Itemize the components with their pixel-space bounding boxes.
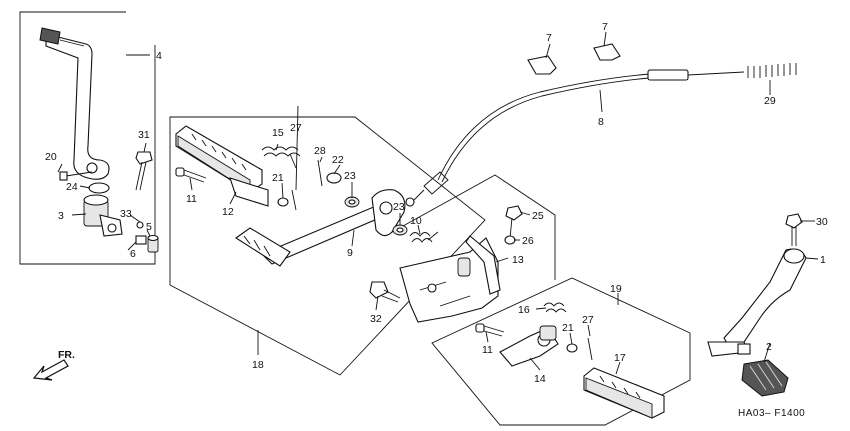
callout-30: 30 [816,216,828,228]
spring-29 [747,63,797,78]
callout-10: 10 [410,215,422,227]
callout-17: 17 [614,352,626,364]
callout-29: 29 [764,95,776,107]
washer-22 [326,172,342,184]
bolt-25 [505,205,523,239]
callout-23a: 23 [344,170,356,182]
oring-33 [136,221,144,229]
bracket-13 [399,235,501,323]
callout-14: 14 [534,373,546,385]
washer-24 [88,182,110,194]
cotter-pin-27 [291,189,297,211]
callout-labels: 1 2 3 4 5 6 7 7 8 9 10 11 11 12 13 14 15… [45,21,828,385]
pin-11 [175,167,207,183]
bushing-5 [147,234,159,253]
callout-26: 26 [522,235,534,247]
callout-18: 18 [252,359,264,371]
callout-1: 1 [820,254,826,266]
pin-11-right [475,323,505,337]
callout-32: 32 [370,313,382,325]
seal-23-lower [392,224,408,236]
callout-24: 24 [66,181,78,193]
step-assembly-right-group-outline [431,277,691,426]
callout-3: 3 [58,210,64,222]
front-direction-arrow-icon: FR. [32,349,75,381]
callout-7b: 7 [602,21,608,33]
diagram-code: HA03– F1400 [738,408,805,419]
spring-10 [409,231,439,243]
callout-13: 13 [512,254,524,266]
brake-arm-bracket-outline [384,174,556,280]
leader-lines [57,31,819,375]
callout-11a: 11 [186,193,197,205]
callout-16: 16 [518,304,530,316]
callout-6: 6 [130,248,136,260]
kick-spindle-3 [83,194,123,237]
callout-23b: 23 [393,201,405,213]
cotter-pin-27-right [587,337,593,361]
callout-20: 20 [45,151,57,163]
washer-21-right [566,343,578,353]
cable-holder-7-left [527,55,557,75]
gearshift-pedal-1 [707,248,807,357]
bolt-30 [785,213,803,246]
cotter-pin-28 [317,159,323,187]
callout-9: 9 [347,247,353,259]
washer-21 [277,197,289,207]
bolt-31 [135,151,153,191]
spring-15 [261,146,301,169]
holder-14 [499,325,559,367]
collar-6 [135,235,147,245]
callout-11b: 11 [482,344,493,356]
brake-pedal-9 [235,189,406,267]
bolt-32 [369,281,401,303]
footpeg-17 [583,367,665,419]
callout-22: 22 [332,154,344,166]
footpeg-12 [175,125,269,207]
callout-4: 4 [156,50,162,62]
callout-31: 31 [138,129,150,141]
nut-26 [504,235,516,245]
callout-15: 15 [272,127,284,139]
tip-rubber-2 [741,359,789,397]
callout-28: 28 [314,145,326,157]
callout-25: 25 [532,210,544,222]
spring-16 [543,302,567,313]
bolt-20 [59,171,93,181]
callout-27b: 27 [582,314,594,326]
callout-19: 19 [610,283,622,295]
kick-starter-group-outline [19,11,156,265]
seal-23-upper [344,196,360,208]
callout-2: 2 [766,341,772,353]
callout-7a: 7 [546,32,552,44]
callout-21b: 21 [562,322,574,334]
callout-8: 8 [598,116,604,128]
callout-5: 5 [146,221,152,233]
brake-cable-8 [405,69,745,207]
direction-label: FR. [58,349,75,361]
callout-21a: 21 [272,172,284,184]
callout-12: 12 [222,206,234,218]
callout-33: 33 [120,208,132,220]
callout-27a: 27 [290,122,302,134]
cable-holder-7-right [593,43,621,61]
